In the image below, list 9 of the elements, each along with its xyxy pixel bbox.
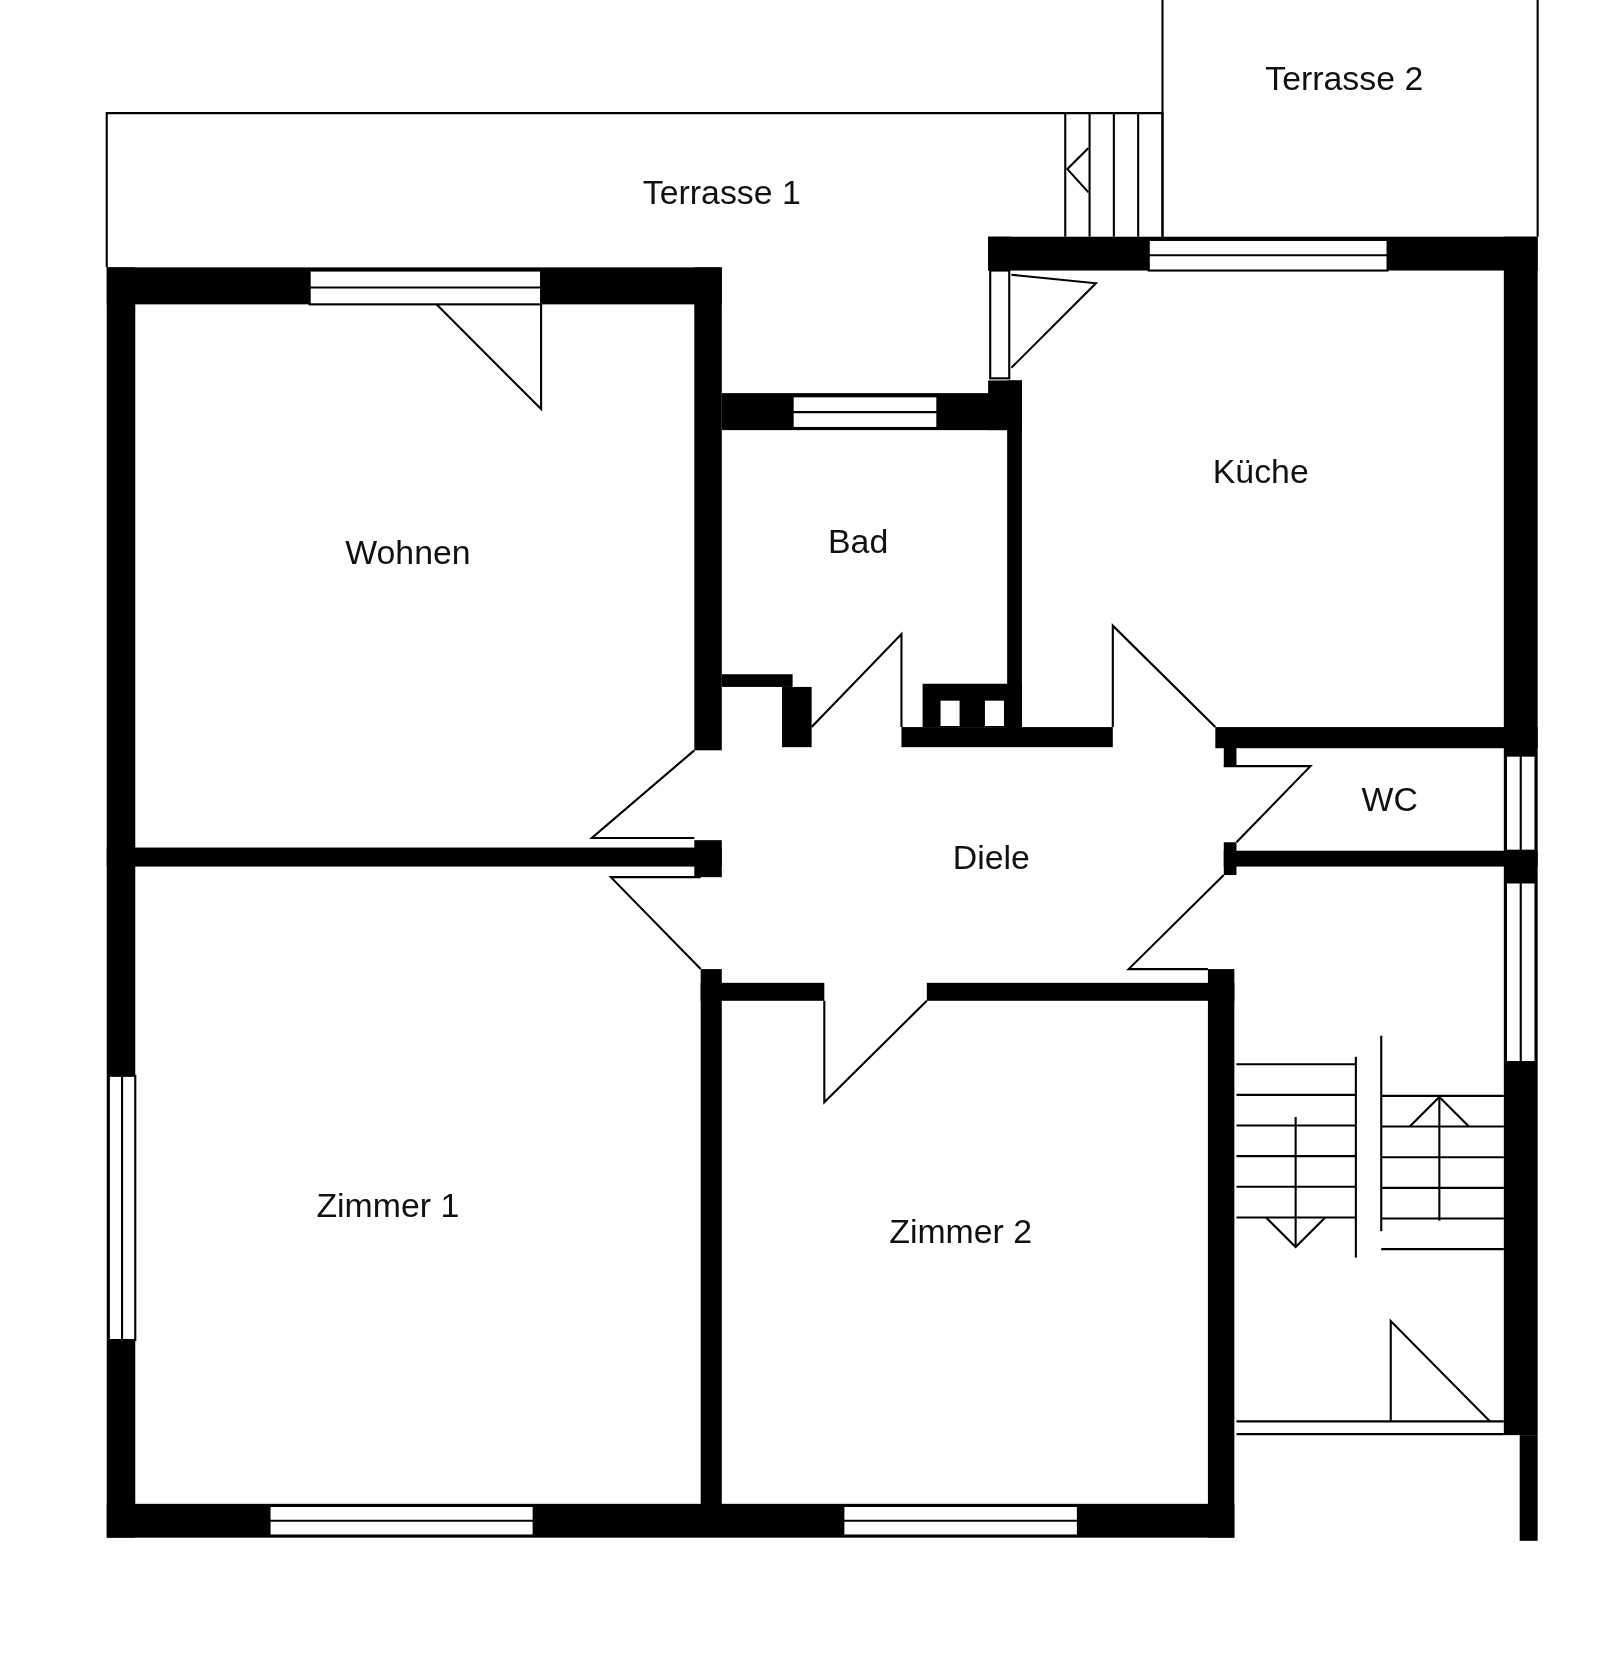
room-label: WC bbox=[1361, 780, 1418, 820]
room-label: Zimmer 2 bbox=[889, 1212, 1032, 1252]
room-label: Wohnen bbox=[345, 533, 471, 573]
room-label: Bad bbox=[828, 522, 889, 562]
room-label: Zimmer 1 bbox=[316, 1186, 460, 1226]
room-label: Diele bbox=[952, 838, 1030, 878]
room-label: Küche bbox=[1212, 452, 1309, 492]
room-label: Terrasse 2 bbox=[1265, 59, 1424, 99]
room-label: Terrasse 1 bbox=[642, 173, 801, 213]
